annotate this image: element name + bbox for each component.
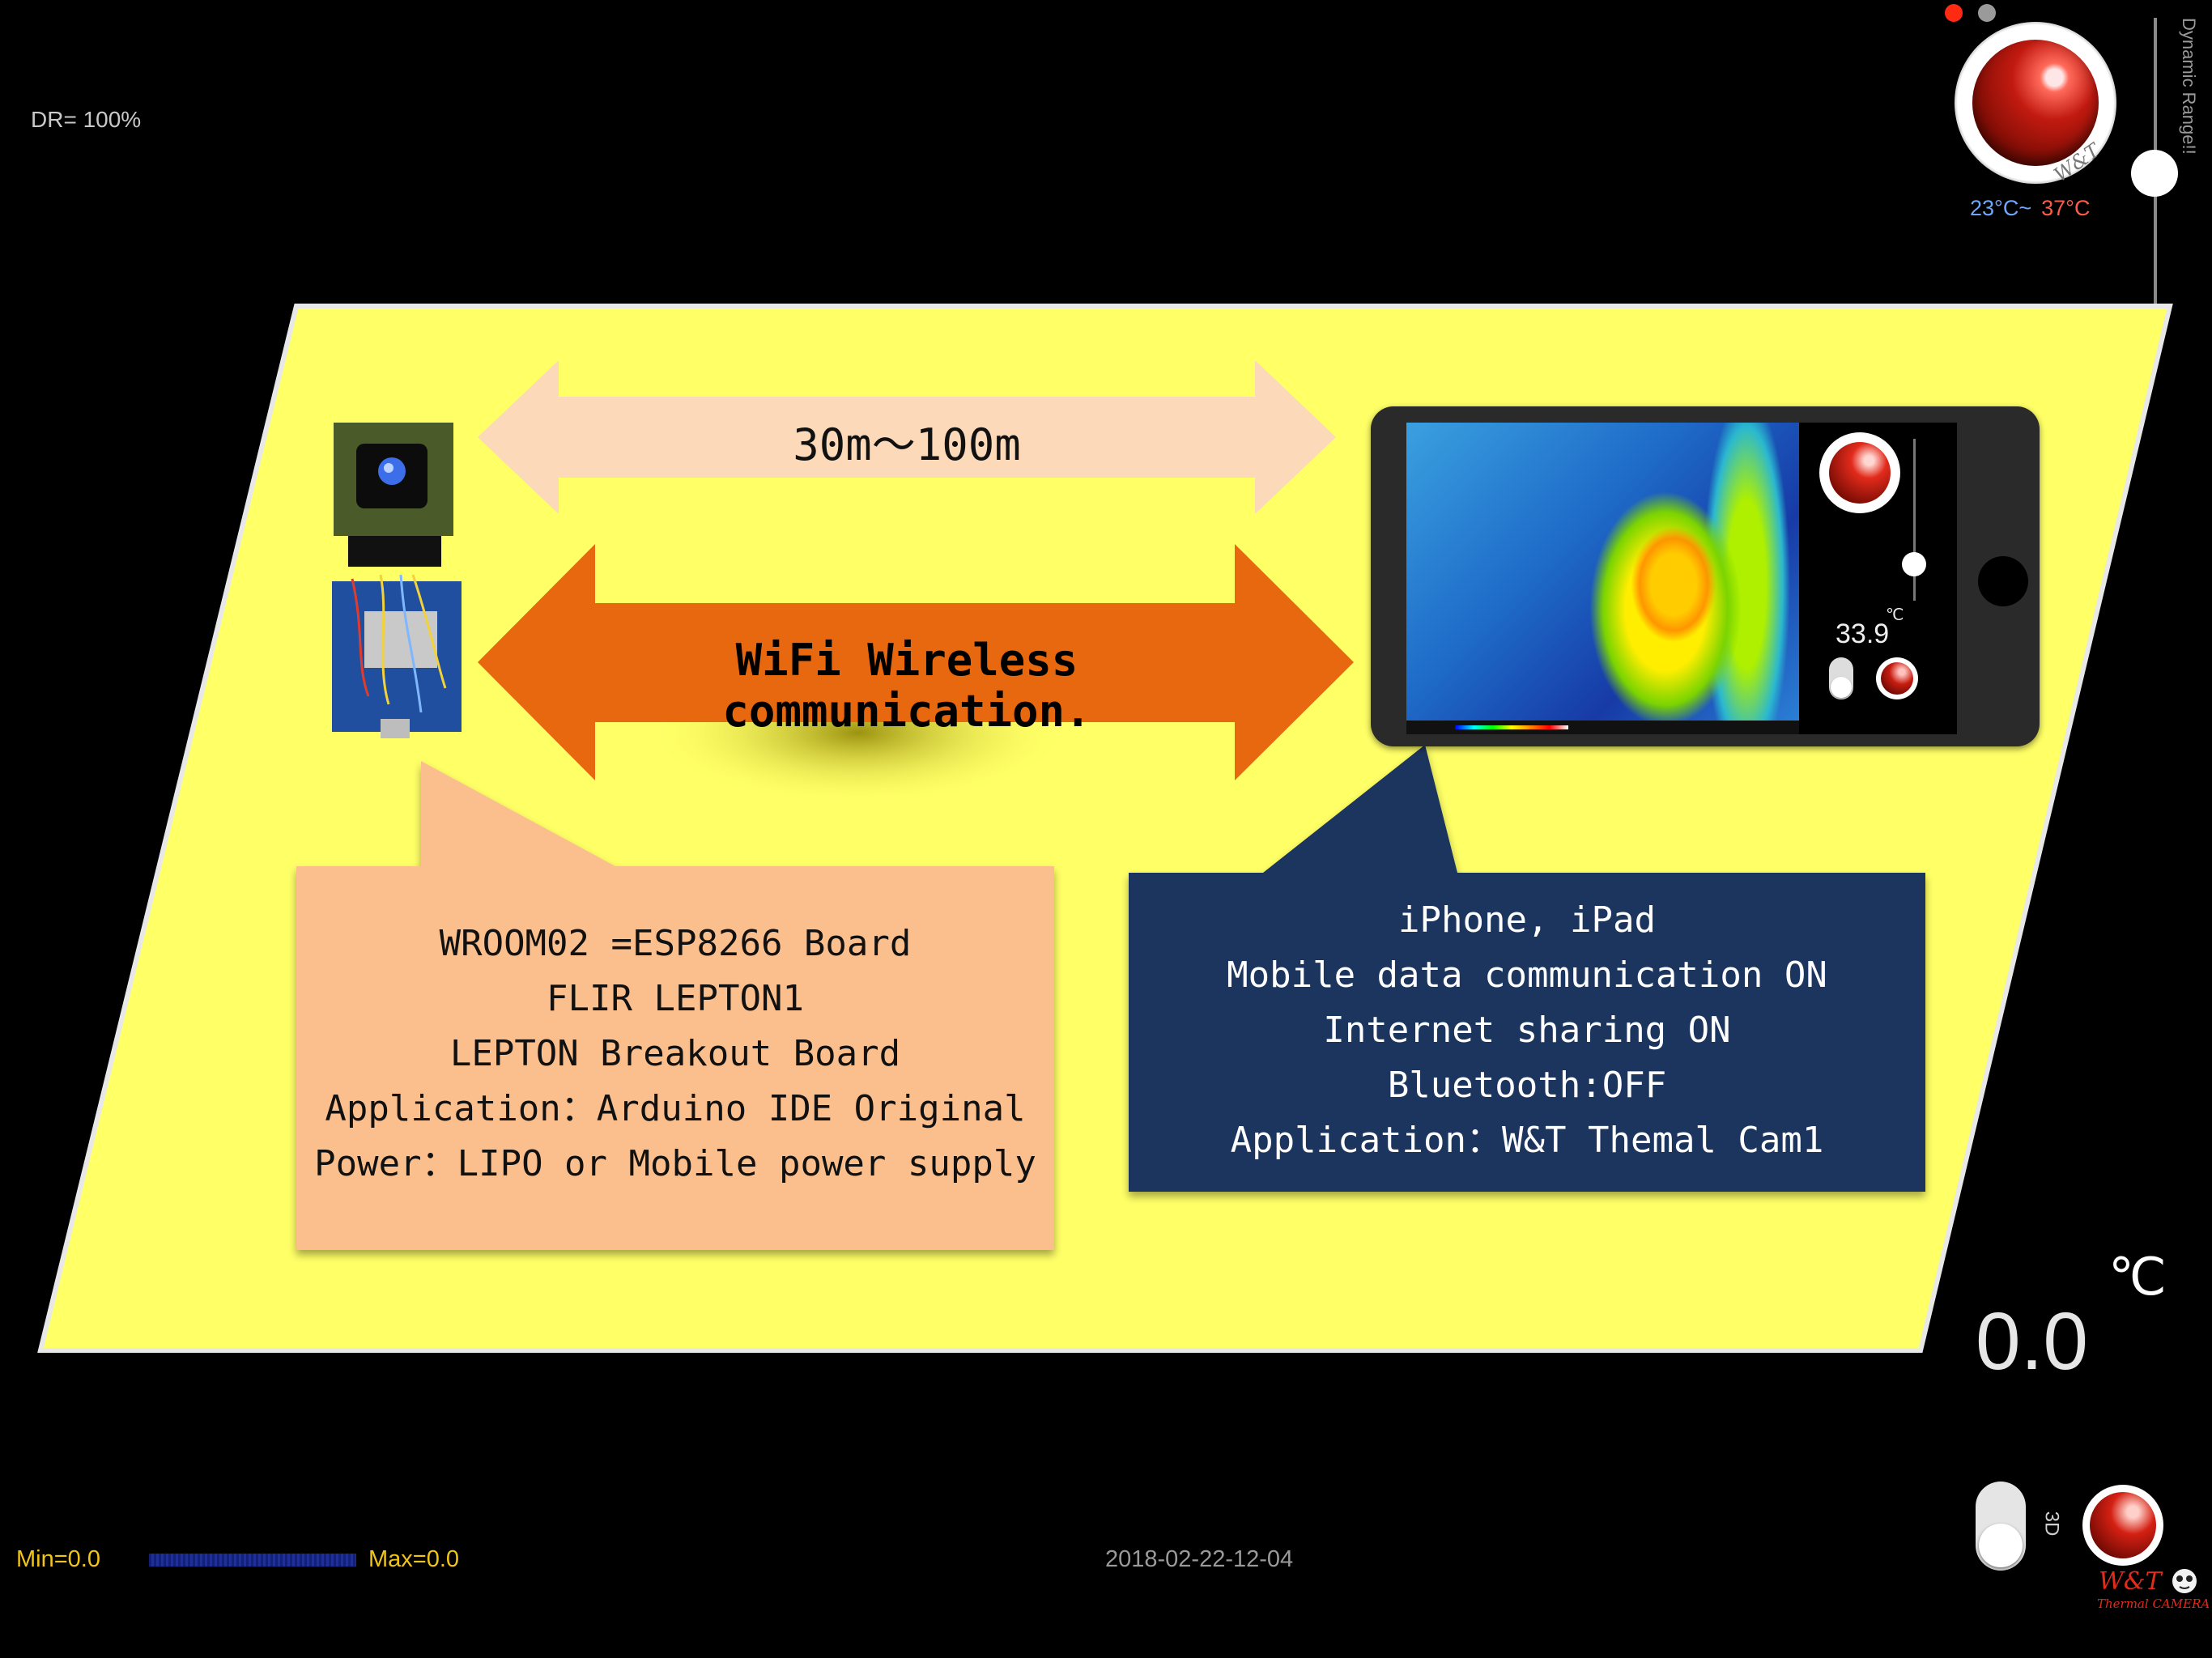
temperature-low: 23°C~ <box>1970 196 2032 220</box>
phone-temperature-reading: 33.9 <box>1836 619 1890 649</box>
temperature-high: 37°C <box>2041 196 2091 220</box>
phone-illustration: ℃ 33.9 <box>1371 406 2040 746</box>
temperature-unit: ℃ <box>2108 1248 2167 1306</box>
status-indicator <box>1978 4 1996 22</box>
phone-slider-knob <box>1902 552 1926 576</box>
left-callout: WROOM02 =ESP8266 Board FLIR LEPTON1 LEPT… <box>296 866 1054 1250</box>
breakout-board-illustration <box>332 423 462 738</box>
thermal-image <box>1406 423 1799 721</box>
temperature-range: 23°C~ 37°C <box>1970 196 2090 221</box>
min-temperature: Min=0.0 <box>16 1546 100 1572</box>
shutter-button-icon <box>1972 40 2099 166</box>
phone-shutter-icon <box>1819 432 1900 513</box>
left-callout-line: Application：Arduino IDE Original <box>325 1088 1026 1129</box>
brand-logo-subtitle: Thermal CAMERA <box>2097 1596 2210 1611</box>
range-arrow <box>478 360 1336 514</box>
shutter-button[interactable]: W&T <box>1955 22 2116 186</box>
left-callout-line: Power：LIPO or Mobile power supply <box>314 1143 1036 1184</box>
record-indicator <box>1945 4 1963 22</box>
timestamp: 2018-02-22-12-04 <box>1105 1546 1294 1572</box>
right-callout-box <box>1129 745 1925 1192</box>
right-callout-line: Application：W&T Themal Cam1 <box>1230 1120 1824 1161</box>
current-temperature: 0.0 <box>1976 1296 2089 1387</box>
phone-shutter-small-icon <box>1876 657 1918 699</box>
dynamic-range-readout: DR= 100% <box>31 107 142 132</box>
brand-logo-bottom: W&T <box>2099 1567 2162 1596</box>
thermal-scale-bar <box>1406 721 1799 734</box>
right-callout-line: Mobile data communication ON <box>1227 954 1827 996</box>
right-callout-line: Internet sharing ON <box>1323 1010 1731 1051</box>
mascot-icon <box>2172 1569 2197 1593</box>
max-temperature: Max=0.0 <box>368 1546 460 1572</box>
wifi-arrow <box>478 544 1354 780</box>
phone-slider-track <box>1913 439 1916 601</box>
right-callout-line: Bluetooth:OFF <box>1387 1065 1667 1106</box>
left-callout-line: FLIR LEPTON1 <box>547 978 804 1019</box>
right-callout-line: iPhone, iPad <box>1398 899 1656 941</box>
range-arrow-label: 30m～100m <box>793 419 1021 470</box>
capture-button[interactable] <box>2082 1485 2163 1566</box>
phone-home-button <box>1978 556 2028 606</box>
phone-screen: ℃ 33.9 <box>1406 423 1957 734</box>
left-callout-box <box>296 761 1054 1250</box>
right-callout: iPhone, iPad Mobile data communication O… <box>1129 873 1925 1192</box>
shutter-button-icon <box>2090 1492 2156 1558</box>
wifi-arrow-label: WiFi Wireless communication. <box>722 635 1091 737</box>
dynamic-range-slider-knob[interactable] <box>2131 150 2178 197</box>
left-callout-line: LEPTON Breakout Board <box>449 1033 901 1074</box>
color-scale-bar <box>149 1554 356 1567</box>
left-callout-line: WROOM02 =ESP8266 Board <box>439 923 912 964</box>
phone-toggle-icon <box>1829 657 1853 699</box>
phone-temperature-unit: ℃ <box>1886 606 1904 624</box>
toggle-3d-label: 3D <box>2040 1511 2063 1537</box>
toggle-3d-switch[interactable] <box>1976 1482 2026 1571</box>
